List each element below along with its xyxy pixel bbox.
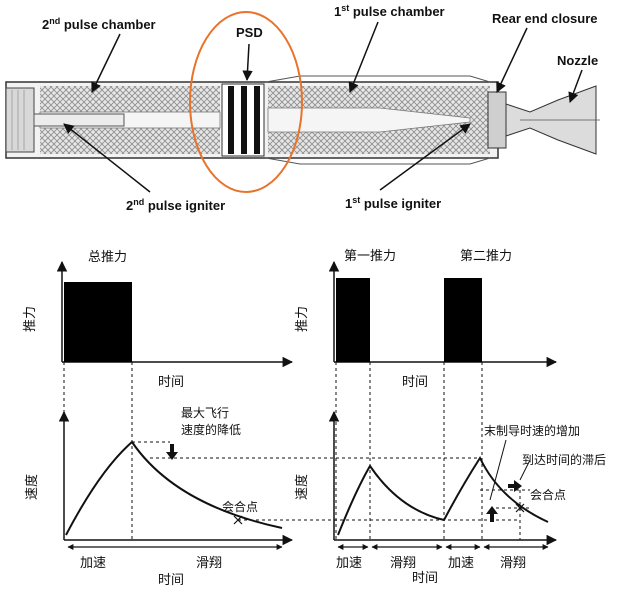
meeting-point-right: 会合点 (530, 487, 566, 502)
label-first-pulse-igniter: 1st pulse igniter (345, 195, 441, 211)
psd-highlight-ellipse (189, 11, 303, 193)
meeting-point-left: 会合点 (222, 499, 258, 514)
phase-accel-left: 加速 (80, 556, 106, 571)
label-psd: PSD (236, 25, 263, 40)
terminal-speed-note: 末制导时速的增加 (484, 423, 580, 438)
total-thrust-bar (64, 282, 132, 362)
label-second-pulse-igniter: 2nd pulse igniter (126, 197, 225, 213)
velocity-left-xlabel: 时间 (158, 573, 184, 588)
second-thrust-bar (444, 278, 482, 362)
arrival-delay-note: 到达时间的滞后 (522, 452, 606, 467)
velocity-plot-single-pulse: 速度 最大飞行 速度的降低 会合点 加速 滑翔 时间 (24, 362, 520, 588)
total-thrust-label: 总推力 (88, 250, 127, 265)
label-rear-end-closure: Rear end closure (492, 11, 598, 26)
second-pulse-igniter-body (33, 113, 125, 127)
velocity-curve-single (65, 440, 283, 536)
first-thrust-label: 第一推力 (344, 249, 396, 264)
thrust-left-ylabel: 推力 (23, 306, 38, 332)
velocity-left-ylabel: 速度 (24, 474, 40, 500)
max-speed-note-line1: 最大飞行 (181, 406, 229, 420)
velocity-right-ylabel: 速度 (294, 474, 310, 500)
phase-accel-2: 加速 (448, 556, 474, 571)
velocity-right-xlabel: 时间 (412, 571, 438, 586)
rear-end-closure-part (487, 91, 507, 149)
velocity-plot-dual-pulse: 速度 末制导时速的增加 到达时间的滞后 会合点 加速 滑翔 加速 滑翔 时间 (294, 362, 606, 586)
motor-cross-section: 2nd pulse chamber PSD 1st pulse chamber … (5, 3, 600, 213)
thrust-plot-single-pulse: 总推力 推力 时间 (23, 250, 294, 390)
phase-glide-2: 滑翔 (500, 556, 526, 571)
label-first-pulse-chamber: 1st pulse chamber (334, 3, 445, 19)
thrust-plot-dual-pulse: 第一推力 第二推力 推力 时间 (295, 249, 558, 390)
label-second-pulse-chamber: 2nd pulse chamber (42, 16, 156, 32)
thrust-right-xlabel: 时间 (402, 375, 428, 390)
phase-glide-1: 滑翔 (390, 556, 416, 571)
velocity-curve-dual (337, 455, 549, 536)
phase-accel-1: 加速 (336, 556, 362, 571)
thrust-left-xlabel: 时间 (158, 375, 184, 390)
second-thrust-label: 第二推力 (460, 249, 512, 264)
front-end-cap (5, 87, 35, 153)
first-pulse-bore (267, 107, 471, 133)
label-nozzle: Nozzle (557, 53, 598, 68)
phase-glide-left: 滑翔 (196, 556, 222, 571)
thrust-right-ylabel: 推力 (295, 306, 310, 332)
first-thrust-bar (336, 278, 370, 362)
max-speed-note-line2: 速度的降低 (181, 422, 241, 437)
